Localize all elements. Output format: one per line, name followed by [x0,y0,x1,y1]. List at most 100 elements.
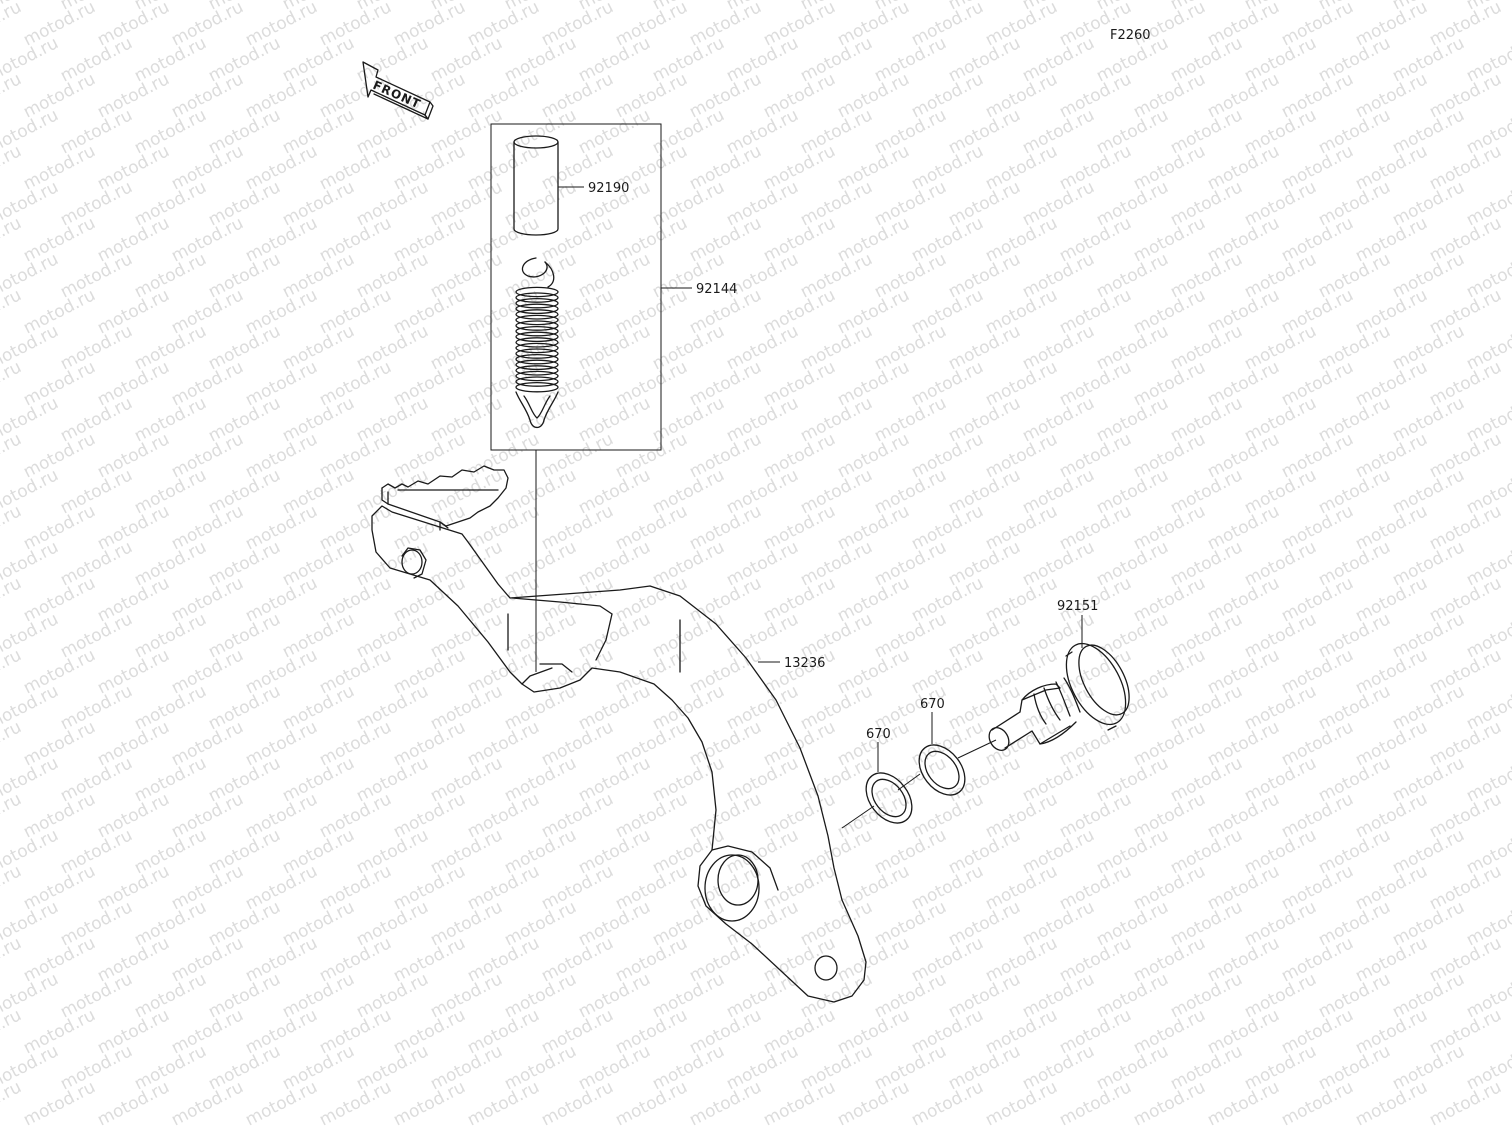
watermark-text: motod.ru [205,753,284,806]
watermark-text: motod.ru [316,213,395,266]
watermark-text: motod.ru [427,249,506,302]
watermark-text: motod.ru [501,465,580,518]
watermark-text: motod.ru [205,681,284,734]
watermark-text: motod.ru [1315,969,1394,1022]
watermark-text: motod.ru [57,753,136,806]
watermark-text: motod.ru [0,1077,25,1130]
watermark-text: motod.ru [1093,249,1172,302]
spring-coil [515,286,559,298]
watermark-text: motod.ru [797,537,876,590]
watermark-text: motod.ru [1019,33,1098,86]
watermark-text: motod.ru [1389,393,1468,446]
watermark-text: motod.ru [1204,429,1283,482]
watermark-text: motod.ru [723,33,802,86]
watermark-text: motod.ru [1241,249,1320,302]
watermark-text: motod.ru [1130,861,1209,914]
watermark-text: motod.ru [242,861,321,914]
watermark-text: motod.ru [20,717,99,770]
watermark-text: motod.ru [686,717,765,770]
watermark-text: motod.ru [982,501,1061,554]
watermark-text: motod.ru [1130,141,1209,194]
watermark-text: motod.ru [94,429,173,482]
watermark-text: motod.ru [649,1041,728,1094]
watermark-text: motod.ru [20,501,99,554]
watermark-text: motod.ru [168,429,247,482]
watermark-text: motod.ru [94,1077,173,1130]
watermark-text: motod.ru [1204,141,1283,194]
part-label-13236: 13236 [784,656,825,671]
watermark-text: motod.ru [945,249,1024,302]
watermark-text: motod.ru [871,177,950,230]
watermark-text: motod.ru [982,789,1061,842]
watermark-text: motod.ru [205,249,284,302]
watermark-text: motod.ru [612,1005,691,1058]
watermark-text: motod.ru [1241,897,1320,950]
watermark-text: motod.ru [464,213,543,266]
watermark-text: motod.ru [316,501,395,554]
watermark-text: motod.ru [1204,213,1283,266]
watermark-text: motod.ru [797,1041,876,1094]
watermark-text: motod.ru [834,141,913,194]
watermark-text: motod.ru [1093,321,1172,374]
watermark-text: motod.ru [1241,825,1320,878]
watermark-text: motod.ru [168,789,247,842]
watermark-text: motod.ru [686,933,765,986]
watermark-text: motod.ru [1426,1077,1505,1130]
sleeve-part [513,135,559,236]
watermark-text: motod.ru [686,861,765,914]
watermark-text: motod.ru [1019,609,1098,662]
watermark-text: motod.ru [390,645,469,698]
watermark-text: motod.ru [57,681,136,734]
watermark-text: motod.ru [871,249,950,302]
watermark-text: motod.ru [464,357,543,410]
watermark-text: motod.ru [908,933,987,986]
watermark-text: motod.ru [1167,753,1246,806]
watermark-text: motod.ru [1278,717,1357,770]
watermark-text: motod.ru [57,33,136,86]
watermark-text: motod.ru [242,573,321,626]
watermark-text: motod.ru [316,717,395,770]
watermark-text: motod.ru [612,861,691,914]
watermark-text: motod.ru [760,717,839,770]
watermark-text: motod.ru [131,105,210,158]
part-label-670a: 670 [866,727,891,742]
watermark-text: motod.ru [982,285,1061,338]
watermark-text: motod.ru [945,537,1024,590]
watermark-text: motod.ru [464,141,543,194]
watermark-text: motod.ru [427,753,506,806]
watermark-text: motod.ru [501,1041,580,1094]
spring-coil [515,370,559,382]
watermark-text: motod.ru [908,645,987,698]
watermark-text: motod.ru [538,933,617,986]
watermark-text: motod.ru [1389,177,1468,230]
watermark-text: motod.ru [316,357,395,410]
watermark-text: motod.ru [316,645,395,698]
watermark-text: motod.ru [1352,573,1431,626]
watermark-text: motod.ru [1315,681,1394,734]
watermark-text: motod.ru [797,321,876,374]
watermark-text: motod.ru [612,285,691,338]
watermark-text: motod.ru [1056,861,1135,914]
watermark-text: motod.ru [760,357,839,410]
watermark-text: motod.ru [686,573,765,626]
watermark-text: motod.ru [1093,969,1172,1022]
watermark-text: motod.ru [723,825,802,878]
watermark-text: motod.ru [1130,573,1209,626]
watermark-text: motod.ru [1389,465,1468,518]
watermark-text: motod.ru [945,897,1024,950]
watermark-text: motod.ru [723,969,802,1022]
spring-coil [515,376,559,387]
part-label-92144: 92144 [696,282,737,297]
watermark-text: motod.ru [649,825,728,878]
watermark-text: motod.ru [1315,825,1394,878]
watermark-text: motod.ru [1426,573,1505,626]
watermark-text: motod.ru [205,33,284,86]
watermark-text: motod.ru [1389,681,1468,734]
watermark-text: motod.ru [242,69,321,122]
spring-coil [515,342,559,354]
watermark-text: motod.ru [982,933,1061,986]
watermark-text: motod.ru [20,1005,99,1058]
watermark-text: motod.ru [612,717,691,770]
watermark-text: motod.ru [612,573,691,626]
washer-part-1 [865,772,913,824]
